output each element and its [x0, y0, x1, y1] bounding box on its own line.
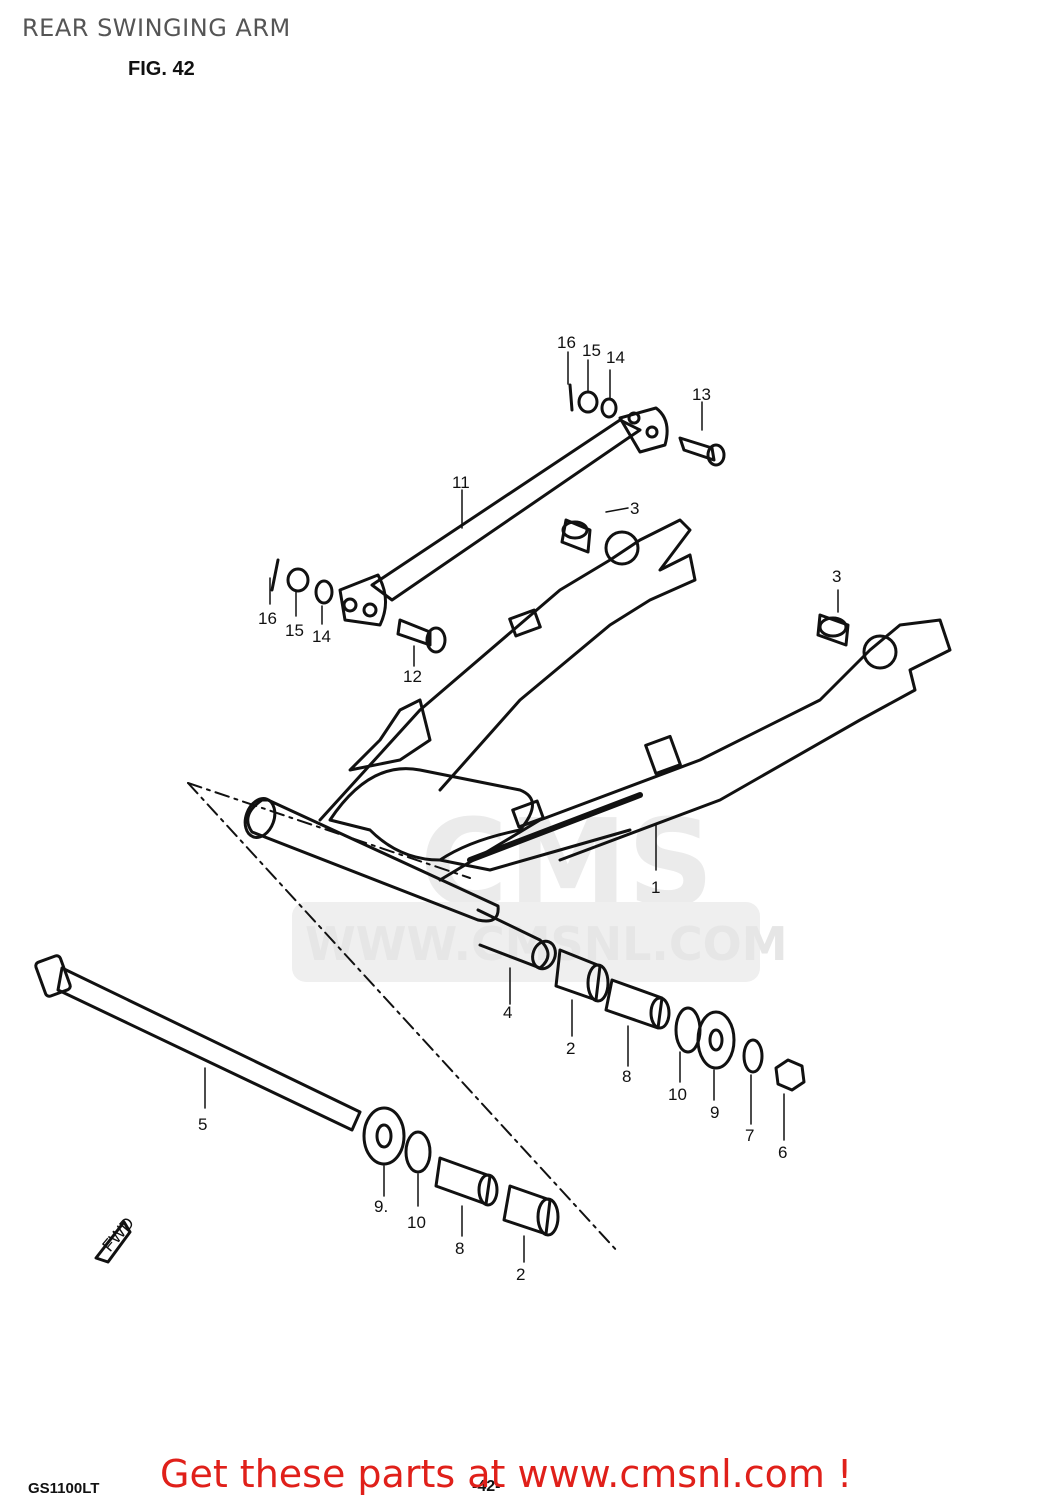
washer-14-top	[600, 397, 618, 419]
callout-15-top: 15	[582, 341, 601, 360]
bushing-3-right	[816, 613, 850, 647]
figure-label: FIG. 42	[128, 58, 195, 80]
pivot-tube	[243, 797, 557, 971]
axis-line-top	[187, 782, 471, 879]
fwd-arrow	[94, 1220, 132, 1264]
fwd-arrow-label: FWD	[98, 1214, 137, 1256]
cotter-pin-left	[270, 558, 280, 592]
bracket-left	[508, 608, 542, 638]
callout-10-left: 10	[407, 1213, 426, 1232]
callout-14-top: 14	[606, 348, 625, 367]
bracket-right	[644, 734, 682, 776]
bolt-13-head	[706, 443, 726, 467]
promo-link[interactable]: Get these parts at www.cmsnl.com !	[160, 1452, 853, 1496]
spacer-8-left	[434, 1156, 499, 1207]
callout-16-top: 16	[557, 333, 576, 352]
bracket-mid	[511, 799, 545, 829]
bolt-12-head	[425, 626, 447, 654]
callout-8-left: 8	[455, 1239, 464, 1258]
callout-13: 13	[692, 385, 711, 404]
bearing-2-left	[502, 1184, 560, 1237]
callout-1: 1	[651, 878, 660, 897]
axis-line-left	[187, 782, 619, 1253]
washer-9-right	[696, 1010, 736, 1070]
callout-2-left: 2	[516, 1265, 525, 1284]
callout-3-left: 3	[630, 499, 639, 518]
callout-2-right: 2	[566, 1039, 575, 1058]
right-eye	[862, 634, 898, 670]
brace-lower	[438, 828, 632, 872]
page-title: REAR SWINGING ARM	[22, 14, 291, 42]
model-code: GS1100LT	[28, 1480, 100, 1497]
callout-14-left: 14	[312, 627, 331, 646]
callout-9-right: 9	[710, 1103, 719, 1122]
callout-6: 6	[778, 1143, 787, 1162]
watermark-banner	[292, 902, 760, 982]
cotter-pin-top	[568, 383, 574, 412]
callout-9-left: 9.	[374, 1197, 388, 1216]
watermark: CMS WWW.CMSNL.COM	[292, 795, 788, 982]
washer-7	[742, 1038, 764, 1074]
page-number: -42-	[472, 1478, 501, 1495]
callout-4: 4	[503, 1003, 512, 1022]
bushing-3-left	[560, 518, 592, 554]
torque-rod	[338, 406, 669, 627]
left-eye	[604, 530, 640, 566]
nut-15-top	[577, 390, 599, 414]
callouts: 1 2 2 3 3 4 5 6 7 8 8 9 9. 10 10 11 12 1…	[98, 333, 841, 1284]
callout-3-right: 3	[832, 567, 841, 586]
washer-9-right-hole	[708, 1028, 724, 1052]
callout-12: 12	[403, 667, 422, 686]
callout-16-left: 16	[258, 609, 277, 628]
callout-10-right: 10	[668, 1085, 687, 1104]
bearing-2-right	[554, 948, 610, 1003]
seal-10-right	[674, 1006, 702, 1054]
callout-5: 5	[198, 1115, 207, 1134]
washer-14-left	[314, 579, 334, 605]
bolt-12	[396, 618, 432, 647]
callout-7: 7	[745, 1126, 754, 1145]
swingarm-right	[438, 618, 952, 882]
washer-9-left-hole	[375, 1123, 393, 1149]
washer-9-left	[362, 1106, 406, 1166]
nut-6	[774, 1058, 806, 1092]
gusset-left	[348, 698, 432, 772]
callout-11: 11	[452, 473, 470, 492]
callout-15-left: 15	[285, 621, 304, 640]
cross-brace	[328, 767, 534, 862]
chain-guard	[467, 792, 643, 863]
bolt-13	[678, 436, 716, 462]
pivot-shaft	[34, 954, 362, 1132]
spacer-8-right	[604, 978, 671, 1030]
seal-10-left	[404, 1130, 432, 1174]
nut-15-left	[286, 567, 310, 593]
leader-lines	[204, 351, 839, 1263]
callout-8-right: 8	[622, 1067, 631, 1086]
swingarm-left	[318, 518, 697, 822]
